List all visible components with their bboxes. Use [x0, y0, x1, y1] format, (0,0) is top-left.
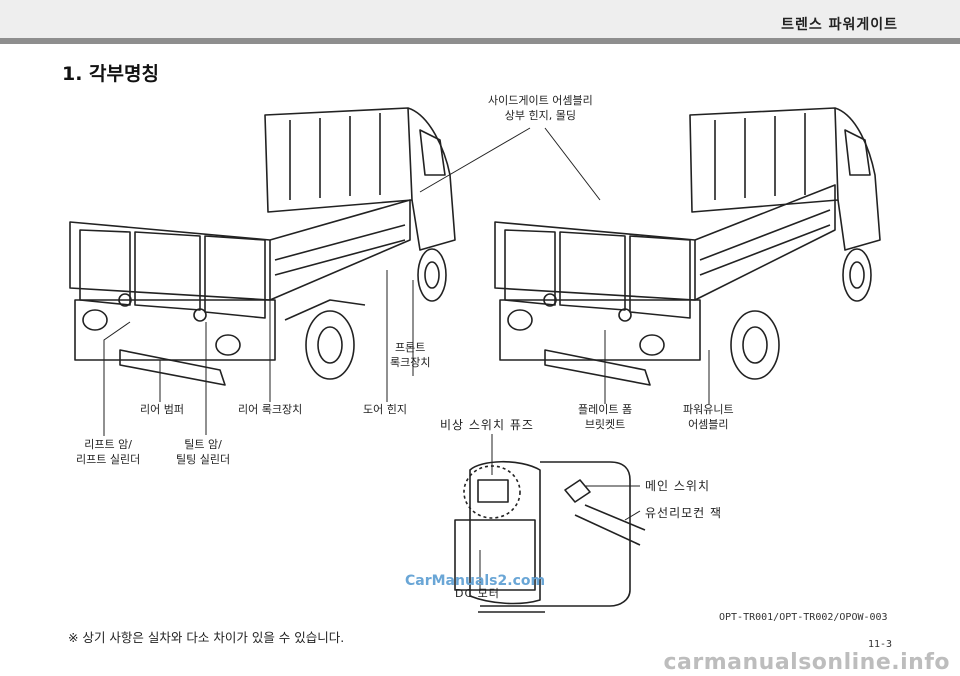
label-lift-arm-line1: 리프트 암/: [84, 438, 132, 451]
label-power-unit-line1: 파워유니트: [683, 403, 734, 416]
label-lift-arm: 리프트 암/ 리프트 실린더: [76, 437, 140, 467]
section-title: 1. 각부명칭: [62, 63, 159, 85]
label-door-hinge: 도어 힌지: [363, 403, 407, 416]
label-side-gate-line2: 상부 힌지, 몰딩: [504, 109, 576, 122]
label-front-lock: 프론트 록크장치: [390, 340, 430, 370]
header-title: 트렌스 파워게이트: [781, 17, 898, 33]
label-front-lock-line1: 프론트: [395, 341, 426, 354]
label-plate-form-line1: 플레이트 폼: [578, 403, 633, 416]
label-plate-form-line2: 브릿켓트: [584, 418, 626, 431]
label-power-unit-line2: 어셈블리: [688, 418, 729, 431]
right-truck-drawing: [494, 107, 881, 386]
bottom-watermark[interactable]: carmanualsonline.info: [663, 650, 950, 675]
label-side-gate: 사이드게이트 어셈블리 상부 힌지, 몰딩: [488, 93, 593, 123]
watermark-site: CarManuals2.com: [405, 573, 546, 589]
page-number: 11-3: [868, 639, 893, 650]
label-main-switch: 메인 스위치: [645, 479, 711, 493]
label-dc-motor: DC 모터: [455, 587, 500, 600]
label-plate-form: 플레이트 폼 브릿켓트: [578, 402, 632, 432]
footer-note: ※ 상기 사항은 실차와 다소 차이가 있을 수 있습니다.: [68, 630, 345, 645]
label-tilt-arm-line2: 틸팅 실린더: [176, 453, 231, 466]
label-front-lock-line2: 록크장치: [390, 356, 431, 369]
model-code: OPT-TR001/OPT-TR002/OPOW-003: [719, 612, 888, 623]
left-truck-drawing: [69, 107, 456, 386]
label-lift-arm-line2: 리프트 실린더: [76, 453, 141, 466]
label-side-gate-line1: 사이드게이트 어셈블리: [488, 94, 593, 107]
bottom-watermark-bar: carmanualsonline.info: [0, 650, 960, 676]
label-rear-bumper: 리어 범퍼: [140, 403, 184, 416]
label-power-unit: 파워유니트 어셈블리: [683, 402, 734, 432]
label-tilt-arm: 틸트 암/ 틸팅 실린더: [176, 437, 230, 467]
label-rear-lock: 리어 록크장치: [238, 403, 303, 416]
header-bar: [0, 0, 960, 38]
label-oil-hose: 유선리모컨 잭: [645, 506, 723, 520]
header-rule: [0, 38, 960, 44]
label-emergency-fuse: 비상 스위치 퓨즈: [440, 418, 534, 432]
label-tilt-arm-line1: 틸트 암/: [184, 438, 222, 451]
